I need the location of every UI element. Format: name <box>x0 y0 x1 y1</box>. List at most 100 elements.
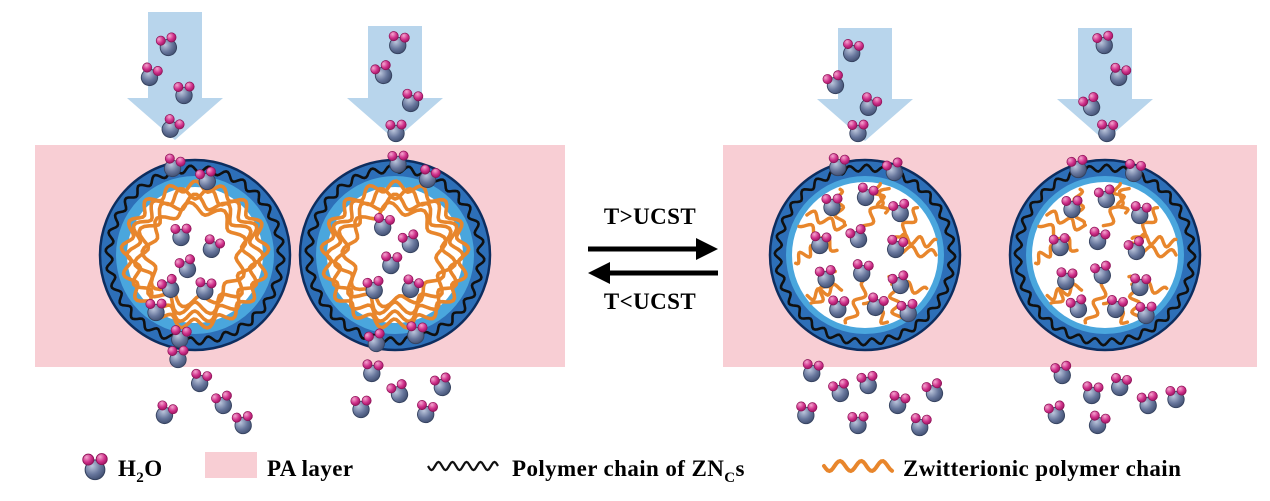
hydrogen-atom <box>1093 382 1104 393</box>
hydrogen-atom <box>362 359 373 370</box>
hydrogen-atom <box>428 401 438 412</box>
water-molecule <box>1056 267 1078 291</box>
hydrogen-atom <box>839 154 850 165</box>
zwitterionic-chain-icon <box>822 458 894 474</box>
hydrogen-atom <box>1054 400 1065 411</box>
water-molecule <box>887 270 910 295</box>
hydrogen-atom <box>417 400 427 410</box>
hydrogen-atom <box>388 31 399 42</box>
hydrogen-atom <box>170 224 181 234</box>
hydrogen-atom <box>1165 386 1176 396</box>
hydrogen-atom <box>910 413 921 424</box>
water-molecule <box>1135 301 1157 325</box>
water-molecule <box>211 390 232 415</box>
hydrogen-atom <box>863 260 874 271</box>
hydrogen-atom <box>814 266 825 277</box>
hydrogen-atom <box>833 70 843 81</box>
hydrogen-atom <box>168 404 178 415</box>
water-molecule <box>828 378 849 403</box>
zwitterionic-chain-collapsed <box>140 200 248 309</box>
water-flux-arrow <box>1057 28 1153 141</box>
zwitterionic-chain-collapsed <box>319 179 471 330</box>
hydrogen-atom <box>392 252 403 263</box>
zwitterionic-chain-extended <box>805 209 847 232</box>
hydrogen-atom <box>838 378 849 389</box>
water-molecule <box>810 231 832 255</box>
water-molecule <box>388 31 410 55</box>
hydrogen-atom <box>385 120 396 130</box>
hydrogen-atom <box>417 322 428 333</box>
hydrogen-atom <box>167 346 178 356</box>
hydrogen-atom <box>1123 240 1134 251</box>
water-molecule <box>350 395 372 419</box>
hydrogen-atom <box>1067 268 1078 279</box>
legend-icons <box>82 452 894 481</box>
water-molecule <box>847 411 869 435</box>
hydrogen-atom <box>822 74 833 85</box>
hydrogen-atom <box>374 213 384 223</box>
water-molecule <box>1050 360 1072 385</box>
hydrogen-atom <box>205 166 216 177</box>
hydrogen-atom <box>1090 263 1101 274</box>
hydrogen-atom <box>857 182 868 193</box>
water-molecule <box>417 400 438 424</box>
hydrogen-atom <box>1125 159 1135 169</box>
hydrogen-atom <box>385 214 395 225</box>
zwitterionic-chain-extended <box>1045 209 1087 232</box>
water-molecule <box>231 411 253 435</box>
hydrogen-atom <box>173 82 184 92</box>
oxygen-atom <box>202 240 221 259</box>
hydrogen-atom <box>1134 236 1144 247</box>
water-molecule <box>1125 159 1146 183</box>
water-molecule <box>1061 195 1083 219</box>
hydrogen-atom <box>408 229 419 240</box>
hydrogen-atom <box>374 328 385 339</box>
hydrogen-atom <box>810 231 821 242</box>
zwitterionic-chain-extended <box>1111 181 1130 215</box>
hydrogen-atom <box>847 120 858 130</box>
hydrogen-atom <box>1050 363 1061 374</box>
hydrogen-atom <box>1089 410 1100 421</box>
hydrogen-atom <box>1089 226 1100 237</box>
hydrogen-atom <box>82 453 95 466</box>
hydrogen-atom <box>1088 92 1099 102</box>
hydrogen-atom <box>898 270 909 281</box>
water-molecule <box>1092 30 1114 55</box>
water-molecule <box>1097 119 1119 143</box>
hydrogen-atom <box>402 88 413 99</box>
hydrogen-atom <box>406 321 417 332</box>
drawn-scene <box>35 12 1257 481</box>
hydrogen-atom <box>1104 184 1115 195</box>
water-molecule <box>796 401 818 425</box>
hydrogen-atom <box>350 396 361 406</box>
zwitterionic-chain-extended <box>1101 186 1131 228</box>
hydrogen-atom <box>845 228 856 239</box>
zwitterionic-chain-extended <box>1072 187 1087 226</box>
hydrogen-atom <box>242 411 253 422</box>
zwitterionic-chain-extended <box>861 186 891 228</box>
water-molecule <box>1093 184 1116 209</box>
zncs-polymer-chain <box>773 163 957 347</box>
water-molecule <box>195 166 216 191</box>
hydrogen-atom <box>1072 195 1083 206</box>
hydrogen-atom <box>1097 119 1107 130</box>
hydrogen-atom <box>362 277 373 288</box>
hydrogen-atom <box>872 96 883 107</box>
hydrogen-atom <box>1056 267 1067 278</box>
hydrogen-atom <box>1061 360 1072 371</box>
zwitterionic-chain-collapsed <box>340 200 448 309</box>
water-molecule <box>363 328 386 353</box>
hydrogen-atom <box>231 412 242 423</box>
hydrogen-atom <box>155 35 166 46</box>
water-molecule-icon <box>82 453 108 481</box>
hydrogen-atom <box>181 326 192 337</box>
hydrogen-atom <box>1100 260 1111 271</box>
water-molecule <box>386 379 409 404</box>
forward-condition-label: T>UCST <box>604 204 696 229</box>
hydrogen-atom <box>868 292 879 303</box>
hydrogen-atom <box>858 119 869 130</box>
water-molecule <box>429 372 452 397</box>
flux-arrows <box>127 12 1153 141</box>
water-molecule <box>1078 92 1101 117</box>
